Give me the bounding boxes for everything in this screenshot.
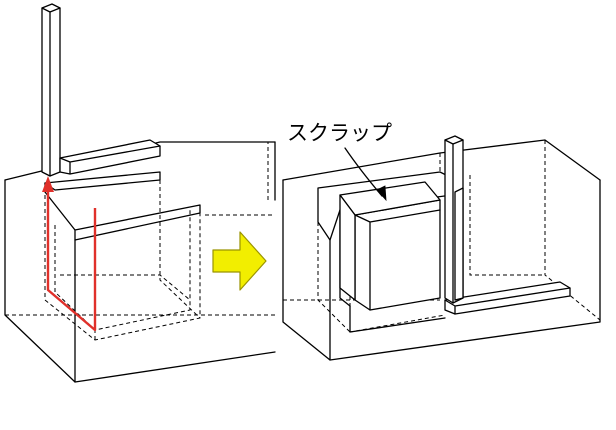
slot-opening-upper	[44, 171, 161, 191]
electrode-post	[41, 3, 61, 177]
right-arrow-icon	[212, 231, 267, 291]
wire-electrode	[41, 3, 161, 177]
scrap-block	[339, 181, 441, 311]
slot-opening-lower	[74, 204, 201, 241]
scrap-callout: スクラップ	[287, 121, 392, 202]
scrap-side	[339, 194, 356, 301]
electrode-arm	[59, 139, 161, 175]
scrap-label: スクラップ	[287, 121, 392, 145]
wire-electrode-after	[444, 135, 464, 304]
scrap-front	[354, 199, 441, 311]
cut-path	[42, 176, 97, 332]
workpiece-after	[282, 139, 601, 361]
